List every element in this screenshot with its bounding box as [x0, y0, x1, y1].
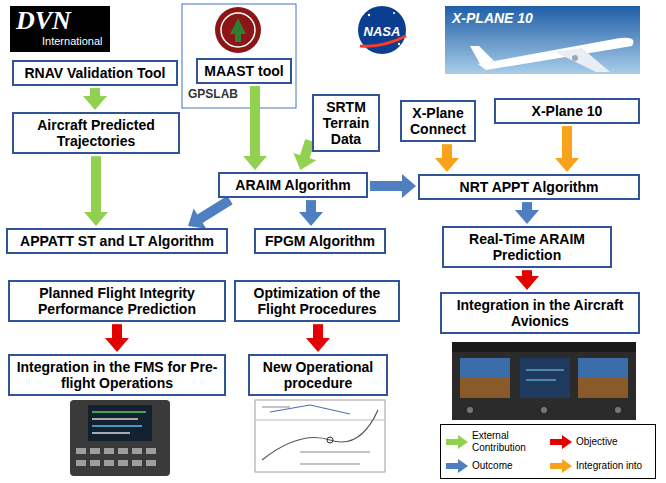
process-box: Integration in the FMS for Pre-flight Op… — [8, 354, 226, 396]
process-box: MAAST tool — [196, 58, 292, 84]
legend-arrow — [445, 435, 469, 449]
legend-text: External Contribution — [472, 430, 547, 453]
arrow-head — [188, 208, 206, 228]
legend-arrow-shape — [446, 435, 468, 449]
arrow-head — [84, 212, 108, 226]
xplane-image — [445, 6, 640, 74]
block-arrow — [188, 200, 230, 229]
arrow-shaft — [522, 270, 532, 277]
legend-arrow-shape — [446, 459, 468, 473]
box-text: Real-Time ARAIM Prediction — [450, 231, 604, 263]
process-box: ARAIM Algorithm — [218, 172, 368, 198]
block-arrow — [299, 200, 323, 226]
legend-item: Objective — [549, 435, 651, 449]
process-box: Planned Flight Integrity Performance Pre… — [8, 280, 226, 322]
block-arrow — [84, 156, 108, 226]
legend-arrow — [445, 459, 469, 473]
logo-text: GPSLAB — [188, 88, 238, 100]
arrow-head — [105, 338, 129, 352]
box-text: X-Plane 10 — [502, 103, 632, 119]
arrow-shaft — [370, 181, 403, 191]
process-box: Aircraft Predicted Trajectories — [12, 112, 180, 154]
process-box: RNAV Validation Tool — [12, 60, 178, 86]
arrow-shaft — [90, 88, 100, 97]
legend-text: Objective — [576, 436, 618, 448]
arrow-shaft — [91, 156, 101, 213]
box-text: ARAIM Algorithm — [226, 177, 360, 193]
box-text: X-Plane Connect — [408, 105, 468, 137]
block-arrow — [435, 144, 459, 172]
legend-text: Outcome — [472, 460, 513, 472]
arrow-head — [515, 210, 539, 224]
arrow-head — [83, 96, 107, 110]
stanford-logo — [182, 4, 296, 108]
legend-arrow — [549, 435, 573, 449]
box-text: New Operational procedure — [256, 359, 380, 391]
process-box: X-Plane Connect — [400, 100, 476, 142]
arrow-head — [299, 212, 323, 226]
arrow-head — [515, 276, 539, 290]
box-text: MAAST tool — [204, 63, 284, 79]
process-box: FPGM Algorithm — [254, 228, 386, 254]
box-text: FPGM Algorithm — [262, 233, 378, 249]
legend-arrow — [549, 459, 573, 473]
legend-item: Outcome — [445, 459, 547, 473]
arrow-head — [243, 156, 267, 170]
block-arrow — [243, 86, 267, 170]
block-arrow — [370, 174, 416, 198]
box-text: Integration in the FMS for Pre-flight Op… — [16, 359, 218, 391]
arrow-head — [402, 174, 416, 198]
legend-text: Integration into — [576, 460, 642, 472]
box-text: NRT APPT Algorithm — [426, 179, 632, 195]
process-box: APPATT ST and LT Algorithm — [6, 228, 228, 254]
arrow-head — [555, 158, 579, 172]
legend-arrow-shape — [550, 459, 572, 473]
nasa-logo — [358, 6, 406, 54]
arrow-head — [306, 338, 330, 352]
arrow-shaft — [522, 202, 532, 211]
box-text: Integration in the Aircraft Avionics — [448, 297, 632, 329]
procedure-chart — [255, 400, 385, 472]
logo-text: DVN — [16, 8, 71, 34]
fms-photo — [70, 400, 170, 476]
process-box: X-Plane 10 — [494, 98, 640, 124]
arrow-head — [435, 158, 459, 172]
arrow-shaft — [250, 86, 260, 157]
logo-text: NASA — [364, 25, 401, 38]
block-arrow — [306, 324, 330, 352]
dvn-logo — [10, 6, 110, 52]
arrow-shaft — [306, 200, 316, 213]
block-arrow — [105, 324, 129, 352]
box-text: RNAV Validation Tool — [20, 65, 170, 81]
logo-text: International — [42, 36, 103, 47]
box-text: Planned Flight Integrity Performance Pre… — [16, 285, 218, 317]
cockpit-photo — [452, 342, 636, 420]
block-arrow — [83, 88, 107, 110]
process-box: NRT APPT Algorithm — [418, 174, 640, 200]
legend: External Contribution ObjectiveOutcome Int… — [440, 424, 656, 479]
box-text: Aircraft Predicted Trajectories — [20, 117, 172, 149]
arrow-shaft — [305, 141, 311, 158]
legend-item: External Contribution — [445, 430, 547, 453]
logo-text: X-PLANE 10 — [452, 11, 533, 25]
block-arrow — [515, 202, 539, 224]
process-box: Real-Time ARAIM Prediction — [442, 226, 612, 268]
process-box: Integration in the Aircraft Avionics — [440, 292, 640, 334]
arrow-shaft — [313, 324, 323, 339]
legend-arrow-shape — [550, 435, 572, 449]
arrow-shaft — [112, 324, 122, 339]
legend-item: Integration into — [549, 459, 651, 473]
process-box: SRTM Terrain Data — [312, 94, 380, 152]
arrow-shaft — [199, 200, 230, 219]
box-text: SRTM Terrain Data — [320, 99, 372, 147]
arrow-shaft — [442, 144, 452, 159]
arrow-head — [293, 153, 316, 170]
block-arrow — [515, 270, 539, 290]
box-text: APPATT ST and LT Algorithm — [14, 233, 220, 249]
box-text: Optimization of the Flight Procedures — [242, 285, 392, 317]
arrow-shaft — [562, 126, 572, 159]
block-arrow — [555, 126, 579, 172]
process-box: Optimization of the Flight Procedures — [234, 280, 400, 322]
process-box: New Operational procedure — [248, 354, 388, 396]
